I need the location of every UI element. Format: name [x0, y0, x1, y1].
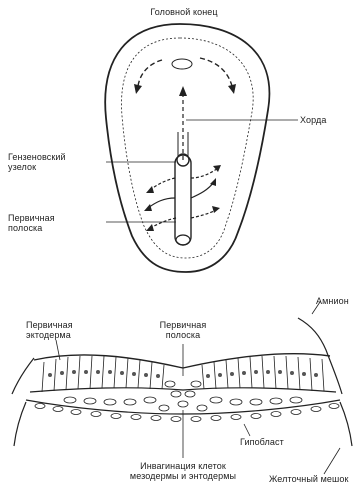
chord-arrow-head: [179, 86, 187, 96]
migration-arrow-heads: [144, 165, 221, 231]
label-primitive-streak-top-line-1: Первичная: [8, 213, 55, 223]
leader-lines-top: [106, 120, 298, 222]
label-primitive-streak-top: Первичная полоска: [8, 213, 55, 233]
ectoderm-top-line: [34, 354, 330, 368]
prechordal-plate: [172, 59, 192, 69]
primitive-groove: [175, 155, 191, 245]
migration-arrows: [148, 168, 218, 228]
label-yolk-sac: Желточный мешок: [269, 474, 349, 484]
label-hensen-node-line-2: узелок: [8, 162, 66, 172]
right-dashed-arrow: [200, 58, 232, 86]
label-primitive-streak-bottom: Первичная полоска: [140, 320, 226, 340]
label-hypoblast: Гипобласт: [240, 437, 284, 447]
label-primitive-streak-top-line-2: полоска: [8, 223, 55, 233]
label-primitive-streak-bottom-line-1: Первичная: [140, 320, 226, 330]
label-invagination: Инвагинация клеток мезодермы и энтодермы: [118, 461, 248, 481]
label-hensen-node-line-1: Гензеновский: [8, 152, 66, 162]
amnion-membrane-left: [12, 358, 34, 394]
label-chord: Хорда: [300, 115, 326, 125]
label-invagination-line-1: Инвагинация клеток: [118, 461, 248, 471]
cloacal-membrane: [176, 235, 190, 245]
label-amnion: Амнион: [316, 296, 349, 306]
embryonic-disc-top-view: [105, 24, 298, 272]
label-primary-ectoderm: Первичная эктодерма: [26, 320, 73, 340]
right-arrow-head: [228, 84, 236, 94]
label-hensen-node: Гензеновский узелок: [8, 152, 66, 172]
left-dashed-arrow: [138, 60, 162, 86]
disc-inner-outline: [121, 38, 253, 258]
yolk-sac-membrane-right: [340, 402, 352, 446]
label-primary-ectoderm-line-1: Первичная: [26, 320, 73, 330]
label-primary-ectoderm-line-2: эктодерма: [26, 330, 73, 340]
amnion-membrane-right: [298, 318, 342, 394]
yolk-sac-membrane-left: [14, 402, 26, 446]
label-primitive-streak-bottom-line-2: полоска: [140, 330, 226, 340]
label-head-end: Головной конец: [138, 7, 230, 17]
mesoderm-cells: [64, 381, 302, 411]
disc-outline: [105, 24, 269, 272]
ectoderm-bottom-line: [30, 388, 336, 392]
label-invagination-line-2: мезодермы и энтодермы: [118, 471, 248, 481]
left-arrow-head: [134, 84, 142, 94]
